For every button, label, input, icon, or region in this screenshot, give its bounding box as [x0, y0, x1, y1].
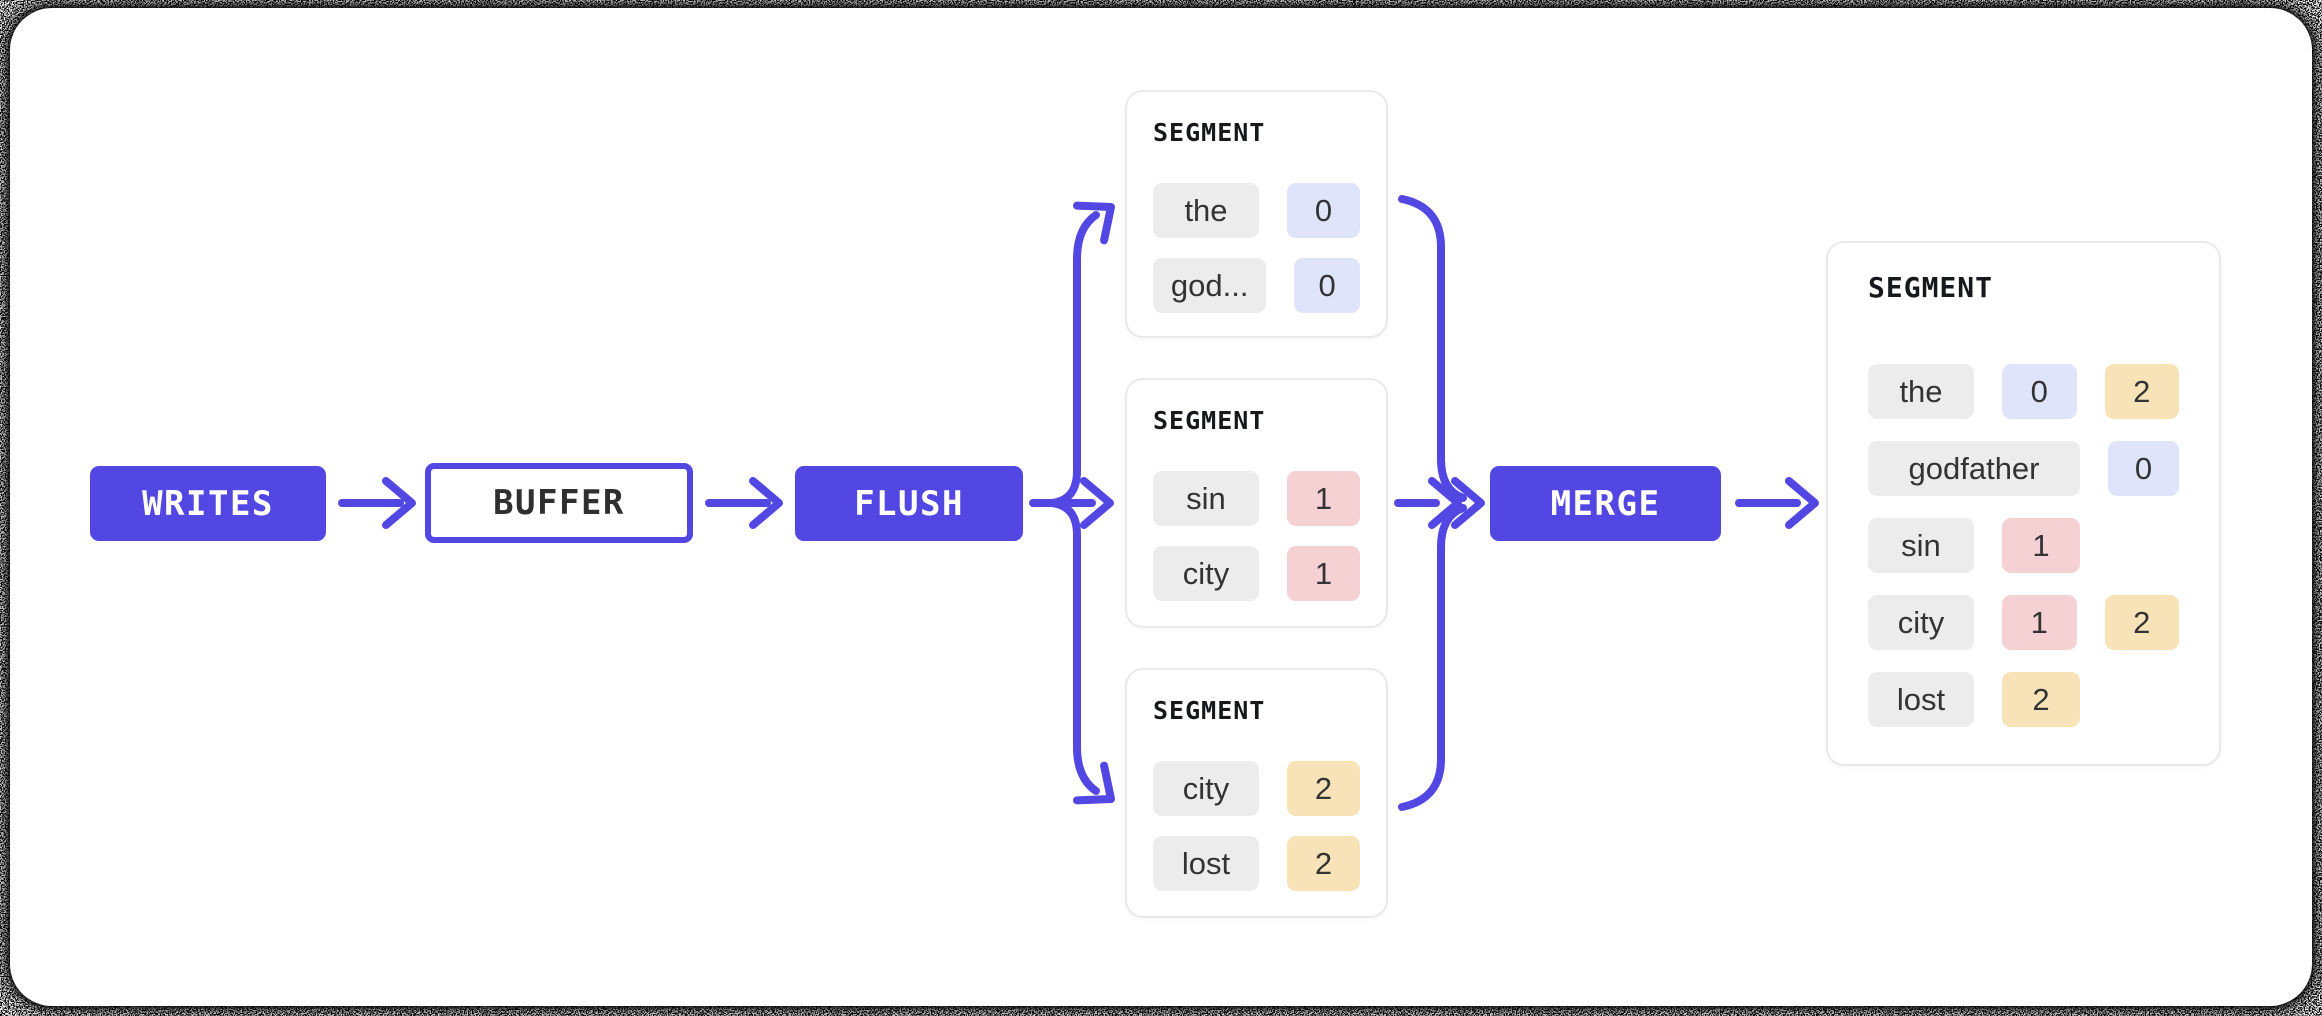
- merge-node: MERGE: [1490, 466, 1721, 541]
- segment-card-middle: SEGMENT sin 1 city 1: [1125, 378, 1388, 628]
- buffer-node-label: BUFFER: [493, 483, 625, 523]
- doc-id-chip: 0: [1294, 258, 1360, 313]
- word-chip: the: [1153, 183, 1259, 238]
- word-chip: god...: [1153, 258, 1267, 313]
- doc-id-chip: 2: [1287, 761, 1360, 816]
- arrow-flush-to-bottom-segment: [1048, 499, 1100, 795]
- segment-row: city 1: [1153, 546, 1360, 601]
- segment-row: lost 2: [1153, 836, 1360, 891]
- arrow-top-segment-to-merge: [1398, 195, 1467, 502]
- doc-id-chip: 2: [2002, 672, 2080, 727]
- word-chip: godfather: [1868, 441, 2080, 496]
- segment-card-title: SEGMENT: [1153, 406, 1266, 435]
- merged-segment-card: SEGMENT the 0 2 godfather 0 sin 1 city 1…: [1826, 241, 2221, 766]
- segment-rows: sin 1 city 1: [1153, 471, 1360, 601]
- word-chip: city: [1868, 595, 1974, 650]
- word-chip: city: [1153, 546, 1259, 601]
- word-chip: sin: [1153, 471, 1259, 526]
- word-chip: the: [1868, 364, 1974, 419]
- flush-node-label: FLUSH: [854, 483, 964, 524]
- arrow-flush-to-top-segment: [1048, 211, 1100, 507]
- segment-row: lost 2: [1868, 672, 2179, 727]
- word-chip: lost: [1153, 836, 1259, 891]
- doc-id-chip: 1: [2002, 595, 2077, 650]
- segment-card-bottom: SEGMENT city 2 lost 2: [1125, 668, 1388, 918]
- word-chip: lost: [1868, 672, 1974, 727]
- buffer-node: BUFFER: [425, 463, 693, 543]
- segment-rows: the 0 2 godfather 0 sin 1 city 1 2 lost …: [1868, 364, 2179, 727]
- flush-node: FLUSH: [795, 466, 1023, 541]
- word-chip: sin: [1868, 518, 1974, 573]
- segment-row: city 2: [1153, 761, 1360, 816]
- segment-card-title: SEGMENT: [1153, 118, 1266, 147]
- doc-id-chip: 2: [2104, 595, 2179, 650]
- segment-row: sin 1: [1153, 471, 1360, 526]
- doc-id-chip: 2: [2104, 364, 2179, 419]
- segment-row: god... 0: [1153, 258, 1360, 313]
- word-chip: city: [1153, 761, 1259, 816]
- arrow-bottom-segment-to-merge: [1398, 504, 1467, 811]
- segment-row: city 1 2: [1868, 595, 2179, 650]
- doc-id-chip: 1: [2002, 518, 2080, 573]
- segment-rows: city 2 lost 2: [1153, 761, 1360, 891]
- doc-id-chip: 0: [2108, 441, 2179, 496]
- segment-row: godfather 0: [1868, 441, 2179, 496]
- doc-id-chip: 1: [1287, 546, 1360, 601]
- segment-rows: the 0 god... 0: [1153, 183, 1360, 313]
- segment-row: sin 1: [1868, 518, 2179, 573]
- doc-id-chip: 0: [1287, 183, 1360, 238]
- merge-node-label: MERGE: [1550, 483, 1661, 524]
- segment-card-title: SEGMENT: [1868, 271, 1994, 304]
- segment-row: the 0: [1153, 183, 1360, 238]
- doc-id-chip: 2: [1287, 836, 1360, 891]
- doc-id-chip: 0: [2002, 364, 2077, 419]
- doc-id-chip: 1: [1287, 471, 1360, 526]
- segment-card-top: SEGMENT the 0 god... 0: [1125, 90, 1388, 338]
- writes-node: WRITES: [90, 466, 326, 541]
- segment-row: the 0 2: [1868, 364, 2179, 419]
- writes-node-label: WRITES: [142, 483, 274, 524]
- segment-card-title: SEGMENT: [1153, 696, 1266, 725]
